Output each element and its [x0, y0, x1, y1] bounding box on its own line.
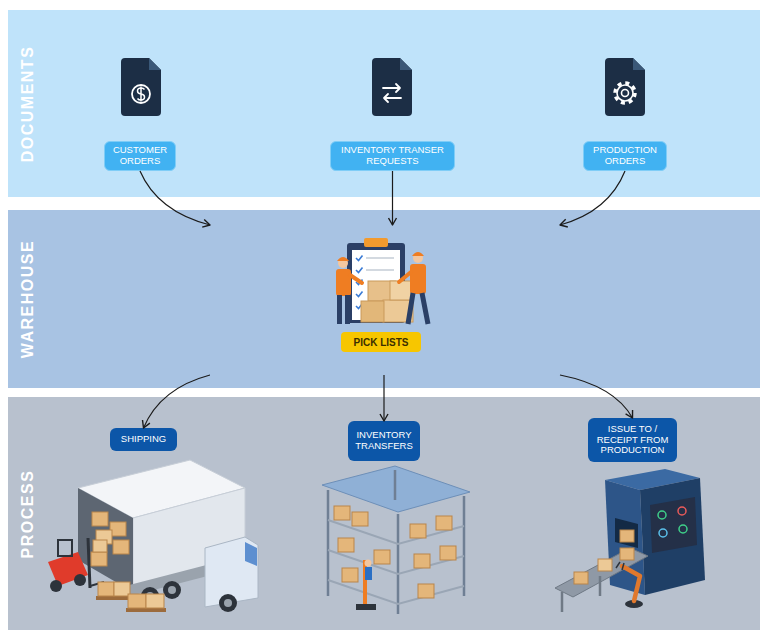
document-label: PRODUCTION ORDERS	[588, 145, 662, 167]
pick-list-hub: PICK LISTS	[200, 225, 570, 375]
document-tag: PRODUCTION ORDERS	[583, 141, 667, 171]
process-tag: SHIPPING	[110, 428, 177, 451]
lane-label: PROCESS	[19, 469, 37, 558]
process-label: SHIPPING	[121, 434, 166, 445]
process-label: INVENTORY TRANSFERS	[352, 430, 416, 452]
process-tag: ISSUE TO / RECEIPT FROM PRODUCTION	[588, 418, 677, 462]
process-label: ISSUE TO / RECEIPT FROM PRODUCTION	[592, 424, 673, 457]
document-label: CUSTOMER ORDERS	[109, 145, 171, 167]
lane-label: WAREHOUSE	[19, 240, 37, 358]
document-label: INVENTORY TRANSER REQUESTS	[335, 145, 450, 167]
transfer-doc-icon	[372, 58, 412, 116]
swimlane-band: WAREHOUSE PICK LISTS	[8, 210, 760, 388]
document-tag: INVENTORY TRANSER REQUESTS	[330, 141, 455, 171]
process-tag: INVENTORY TRANSFERS	[348, 421, 420, 461]
production-doc-icon	[605, 58, 645, 116]
document-tag: CUSTOMER ORDERS	[104, 141, 176, 171]
lane-label: DOCUMENTS	[19, 45, 37, 162]
order-doc-icon	[121, 58, 161, 116]
pick-list-label: PICK LISTS	[341, 332, 421, 352]
